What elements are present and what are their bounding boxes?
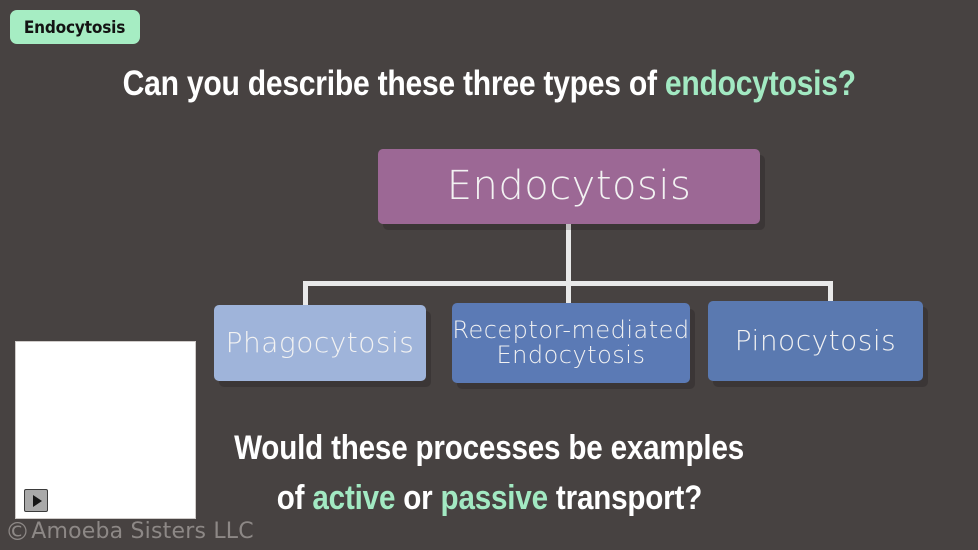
page-title: Can you describe these three types of en… [0, 64, 978, 104]
page-subtitle-accent-passive: passive [440, 478, 548, 517]
connector-horizontal-bar [303, 281, 833, 286]
copyright-icon: © [5, 517, 31, 546]
page-subtitle: Would these processes be examples of act… [0, 424, 978, 524]
connector-drop-pinocytosis [828, 281, 833, 306]
connector-drop-receptor-mediated [566, 281, 571, 306]
diagram-node-rme-label-line2: Endocytosis [496, 341, 646, 369]
topic-tag-label: Endocytosis [24, 17, 126, 37]
play-icon[interactable] [24, 489, 48, 512]
connector-root-stem [566, 224, 571, 282]
copyright-watermark: © Amoeba Sisters LLC [5, 519, 254, 544]
diagram-node-receptor-mediated-endocytosis: Receptor-mediated Endocytosis [452, 303, 690, 383]
page-subtitle-line2-part2: or [394, 478, 441, 517]
diagram-node-phagocytosis-label: Phagocytosis [225, 326, 415, 360]
diagram-node-rme-label-line1: Receptor-mediated [452, 316, 690, 345]
page-subtitle-line2-part3: transport? [547, 478, 702, 517]
page-title-text: Can you describe these three types of [122, 64, 665, 103]
diagram-node-phagocytosis: Phagocytosis [214, 305, 426, 381]
page-subtitle-line1: Would these processes be examples [234, 429, 744, 467]
copyright-text: Amoeba Sisters LLC [31, 519, 254, 544]
diagram-node-pinocytosis: Pinocytosis [708, 301, 923, 381]
diagram-node-receptor-mediated-endocytosis-label: Receptor-mediated Endocytosis [452, 318, 689, 368]
page-subtitle-line2-part1: of [276, 478, 312, 517]
media-panel[interactable] [15, 341, 196, 519]
play-triangle-icon [32, 494, 42, 507]
diagram-node-endocytosis-label: Endocytosis [446, 162, 692, 209]
page-title-accent: endocytosis? [664, 64, 856, 103]
page-subtitle-accent-active: active [311, 478, 395, 517]
diagram-node-endocytosis: Endocytosis [378, 149, 760, 224]
topic-tag: Endocytosis [10, 10, 140, 44]
diagram-node-pinocytosis-label: Pinocytosis [734, 324, 897, 358]
connector-drop-phagocytosis [303, 281, 308, 308]
